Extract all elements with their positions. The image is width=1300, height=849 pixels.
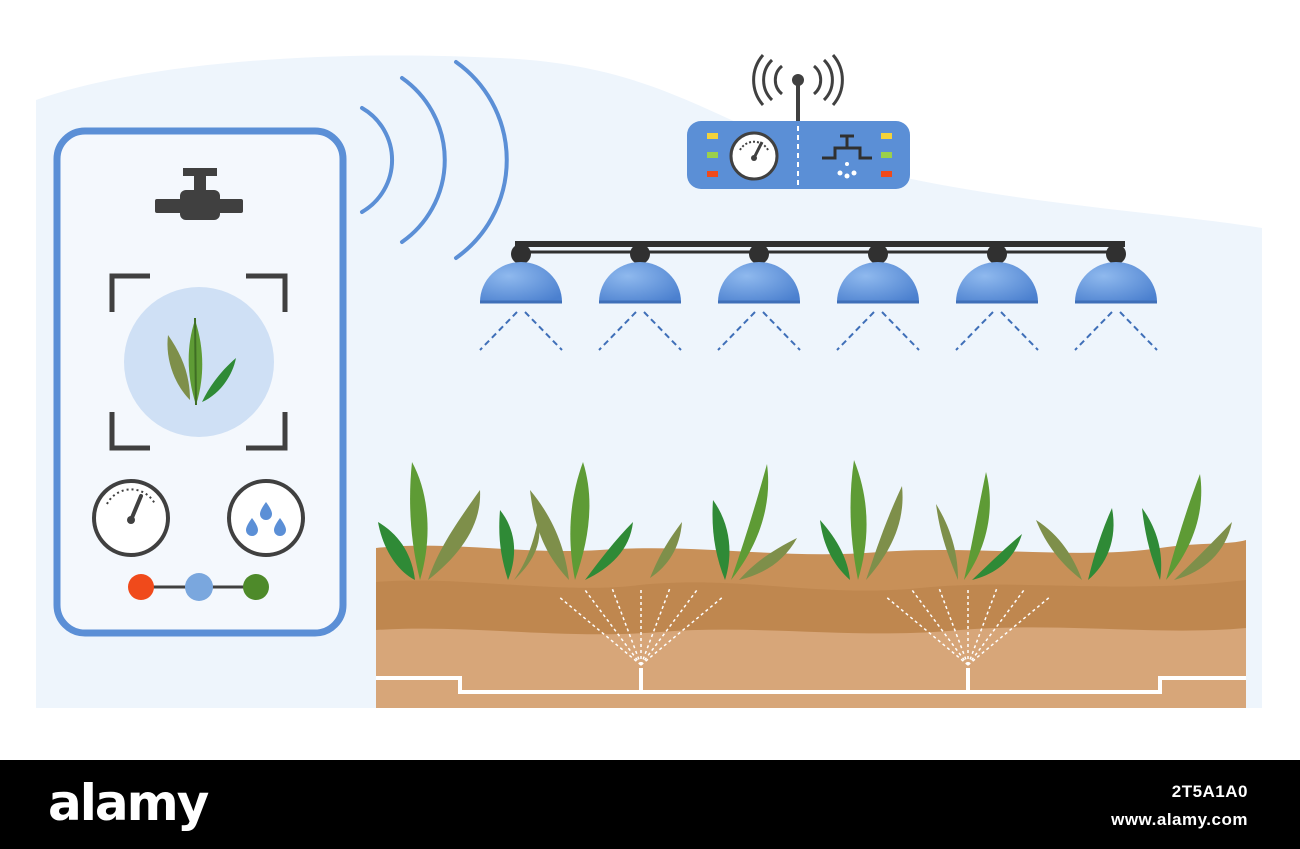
irrigation-controller xyxy=(687,54,910,189)
site-url-label: www.alamy.com xyxy=(1111,810,1248,829)
plant-icon xyxy=(936,472,1022,580)
status-indicator xyxy=(128,573,269,601)
grow-lamp-3 xyxy=(717,244,801,351)
image-id-label: 2T5A1A0 xyxy=(1171,782,1248,801)
antenna-icon xyxy=(752,54,844,122)
grow-lamp-2 xyxy=(598,244,682,351)
pressure-gauge-icon xyxy=(92,479,170,557)
status-dot-blue xyxy=(185,573,213,601)
sprinkler-icon xyxy=(557,587,725,666)
plant-icon xyxy=(712,464,797,580)
plant-icon xyxy=(1036,508,1114,580)
sprinkler-icon xyxy=(884,587,1052,666)
status-dot-green xyxy=(243,574,269,600)
smart-irrigation-illustration xyxy=(36,54,1262,708)
grow-lamp-6 xyxy=(1074,244,1158,351)
watermark-bar: alamy 2T5A1A0 www.alamy.com xyxy=(0,760,1300,849)
underground-pipe xyxy=(376,668,1246,694)
valve-icon xyxy=(155,168,243,220)
grow-lamp-4 xyxy=(836,244,920,351)
faucet-icon xyxy=(822,134,872,179)
plant-scan-icon xyxy=(109,273,288,451)
plant-icon xyxy=(530,462,633,580)
grow-lamp-rail xyxy=(479,241,1158,351)
grow-lamp-5 xyxy=(955,244,1039,351)
plant-icon xyxy=(1142,474,1232,580)
water-drops-icon xyxy=(227,479,305,557)
plant-icon xyxy=(499,510,540,580)
grow-lamp-1 xyxy=(479,244,563,351)
wireless-signal-icon xyxy=(360,60,509,260)
status-dot-red xyxy=(128,574,154,600)
gauge-icon xyxy=(729,131,779,181)
plant-icon xyxy=(820,460,903,580)
smartphone-app xyxy=(53,127,347,637)
brand-logo: alamy xyxy=(48,774,209,832)
plant-icon xyxy=(378,462,481,580)
plant-icon xyxy=(650,522,682,578)
plant-row xyxy=(378,460,1232,580)
soil-cross-section xyxy=(376,540,1246,708)
plant-icon xyxy=(167,317,236,406)
